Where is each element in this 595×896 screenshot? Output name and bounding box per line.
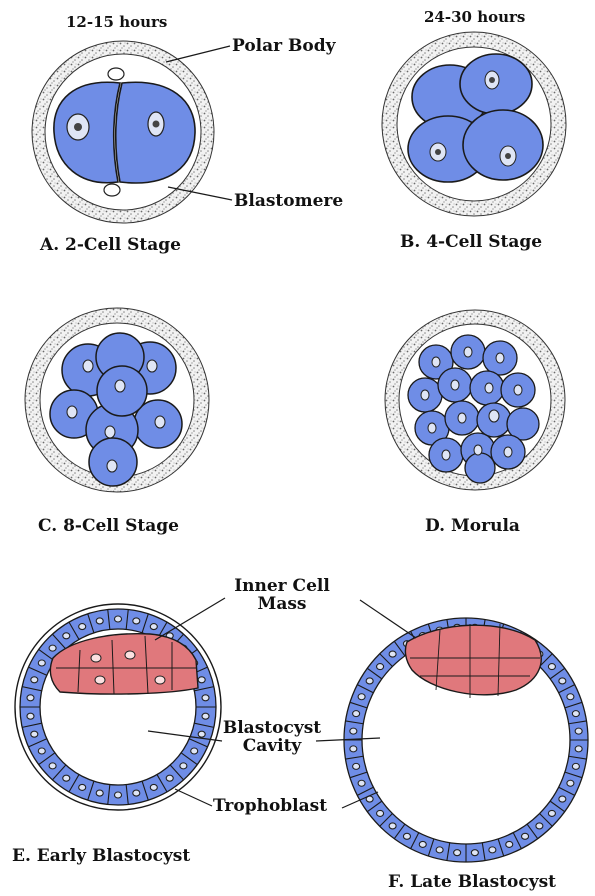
trophoblast-nucleus xyxy=(572,763,579,769)
trophoblast-nucleus xyxy=(575,746,582,752)
trophoblast-nucleus xyxy=(366,678,373,684)
inner-cell-mass-label-line-2: Mass xyxy=(222,596,342,614)
trophoblast-nucleus xyxy=(49,763,56,769)
trophoblast-nucleus xyxy=(572,711,579,717)
trophoblast-nucleus xyxy=(350,746,357,752)
trophoblast-nucleus xyxy=(191,748,198,754)
trophoblast-nucleus xyxy=(150,624,157,630)
trophoblast-nucleus xyxy=(353,711,360,717)
stage-label-f: F. Late Blastocyst xyxy=(388,874,556,892)
trophoblast-nucleus xyxy=(38,660,45,666)
trophoblast-nucleus xyxy=(27,713,34,719)
trophoblast-nucleus xyxy=(27,695,34,701)
early-blastocyst-embryo xyxy=(15,604,221,810)
trophoblast-nucleus xyxy=(567,694,574,700)
trophoblast-nucleus xyxy=(436,847,443,853)
trophoblast-nucleus xyxy=(548,664,555,670)
trophoblast-label: Trophoblast xyxy=(213,798,327,816)
late-blastocyst-embryo xyxy=(344,618,588,862)
trophoblast-nucleus xyxy=(377,810,384,816)
inner-cell-mass xyxy=(405,625,541,695)
trophoblast-nucleus xyxy=(350,728,357,734)
trophoblast-nucleus xyxy=(575,728,582,734)
trophoblast-nucleus xyxy=(377,664,384,670)
polar-body xyxy=(104,184,120,196)
inner-cell-mass-label: Inner Cell Mass xyxy=(222,578,342,614)
stage-label-e: E. Early Blastocyst xyxy=(12,848,190,866)
trophoblast-nucleus xyxy=(536,823,543,829)
four-cell-stage-embryo xyxy=(382,32,566,216)
trophoblast-nucleus xyxy=(31,677,38,683)
trophoblast-nucleus xyxy=(115,792,122,798)
trophoblast-nucleus xyxy=(559,796,566,802)
polar-body xyxy=(108,68,124,80)
trophoblast-nucleus xyxy=(150,784,157,790)
trophoblast-nucleus xyxy=(198,677,205,683)
trophoblast-nucleus xyxy=(567,780,574,786)
trophoblast-nucleus xyxy=(180,763,187,769)
polar-body-label: Polar Body xyxy=(232,38,336,56)
trophoblast-nucleus xyxy=(389,823,396,829)
stage-label-c: C. 8-Cell Stage xyxy=(38,518,179,536)
trophoblast-nucleus xyxy=(202,713,209,719)
blastocyst-cavity-label: Blastocyst Cavity xyxy=(222,720,322,756)
time-label-2-cell: 12-15 hours xyxy=(66,15,167,31)
blastomere xyxy=(463,110,543,180)
trophoblast-nucleus xyxy=(115,616,122,622)
trophoblast-nucleus xyxy=(133,790,140,796)
trophoblast-nucleus xyxy=(31,731,38,737)
trophoblast-nucleus xyxy=(358,694,365,700)
trophoblast-nucleus xyxy=(96,618,103,624)
trophoblast-nucleus xyxy=(202,695,209,701)
trophoblast-nucleus xyxy=(353,763,360,769)
trophoblast-nucleus xyxy=(198,731,205,737)
trophoblast-nucleus xyxy=(419,841,426,847)
trophoblast-nucleus xyxy=(454,850,461,856)
blastocyst-cavity-label-line-2: Cavity xyxy=(222,738,322,756)
trophoblast-nucleus xyxy=(96,790,103,796)
trophoblast-nucleus xyxy=(471,850,478,856)
trophoblast-nucleus xyxy=(38,748,45,754)
trophoblast-nucleus xyxy=(358,780,365,786)
trophoblast-nucleus xyxy=(63,775,70,781)
trophoblast-nucleus xyxy=(403,833,410,839)
trophoblast-nucleus xyxy=(522,833,529,839)
stage-label-d: D. Morula xyxy=(425,518,520,536)
trophoblast-nucleus xyxy=(489,847,496,853)
trophoblast-nucleus xyxy=(79,624,86,630)
time-label-4-cell: 24-30 hours xyxy=(424,10,525,26)
trophoblast-nucleus xyxy=(63,633,70,639)
trophoblast-nucleus xyxy=(133,618,140,624)
trophoblast-nucleus xyxy=(548,810,555,816)
trophoblast-nucleus xyxy=(559,678,566,684)
trophoblast-nucleus xyxy=(79,784,86,790)
stage-label-b: B. 4-Cell Stage xyxy=(400,234,542,252)
trophoblast-nucleus xyxy=(389,651,396,657)
morula-embryo xyxy=(385,310,565,490)
eight-cell-stage-embryo xyxy=(25,308,209,492)
stage-label-a: A. 2-Cell Stage xyxy=(40,237,181,255)
two-cell-stage-embryo xyxy=(32,41,214,223)
trophoblast-nucleus xyxy=(506,841,513,847)
blastomere-label: Blastomere xyxy=(234,193,343,211)
trophoblast-nucleus xyxy=(166,775,173,781)
trophoblast-nucleus xyxy=(49,645,56,651)
